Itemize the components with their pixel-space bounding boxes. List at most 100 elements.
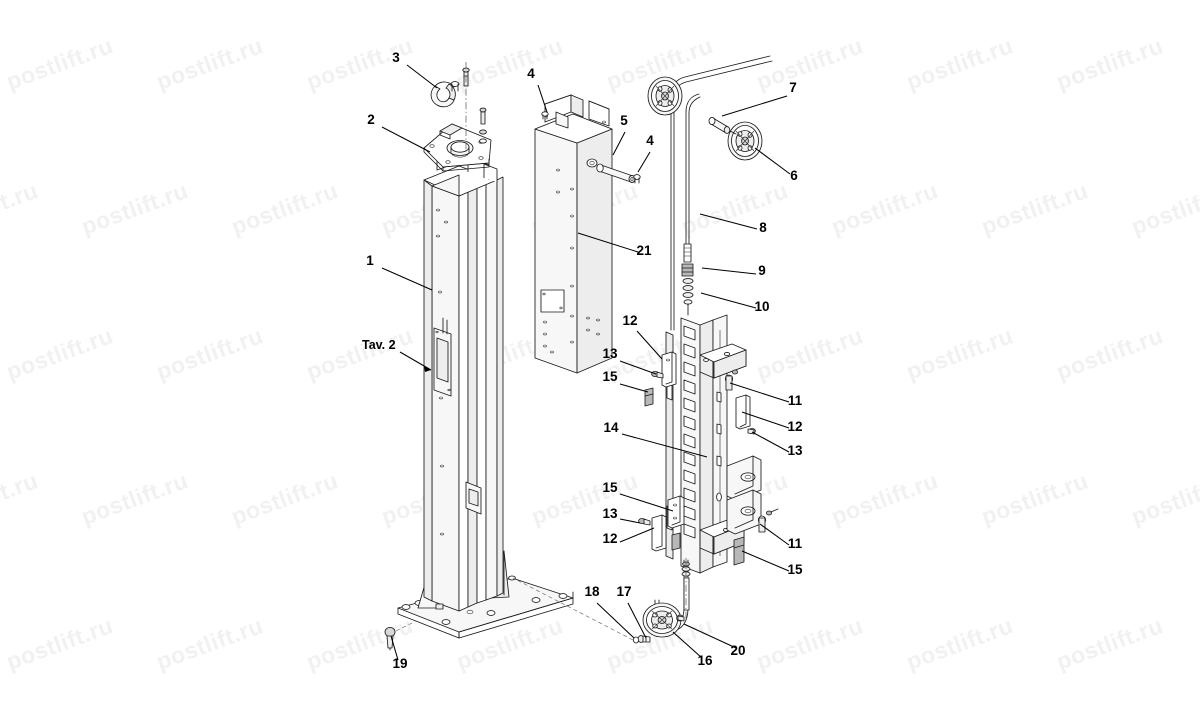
callout-number: 6	[790, 168, 798, 183]
column-lower-bracket	[465, 481, 482, 515]
part-carriage-bolt-ur	[724, 369, 739, 391]
callout-number: 1	[366, 253, 374, 268]
callout-number: 2	[367, 112, 375, 127]
callout-leader-line	[537, 84, 548, 113]
callout-number: 15	[787, 562, 803, 577]
callout-leader-line	[596, 602, 635, 639]
callout-number: 13	[602, 506, 618, 521]
part-top-mounting-plate	[423, 123, 492, 172]
callout-leader-line	[390, 635, 399, 661]
callout-leader-line	[683, 623, 737, 649]
callout-number: 3	[392, 50, 400, 65]
callout-leader-line	[619, 360, 657, 375]
callout-21: 21	[577, 232, 652, 258]
carriage-upper-bracket	[699, 343, 747, 379]
callout-leader-line	[637, 151, 651, 173]
callout-3: 3	[392, 50, 438, 89]
base-tag	[435, 603, 444, 610]
washer-1	[682, 278, 694, 284]
callout-leader-line	[700, 292, 757, 309]
callout-leader-line	[619, 527, 655, 543]
callout-number: 20	[730, 643, 745, 658]
washer-3	[682, 292, 694, 298]
inner-column-front	[534, 128, 578, 374]
callout-number: 10	[754, 299, 769, 314]
callout-number: 8	[759, 220, 767, 235]
callout-leader-line	[621, 433, 708, 458]
callout-number: 21	[636, 243, 652, 258]
callout-leader-line	[741, 550, 790, 572]
callout-leader-line	[381, 126, 431, 153]
tension-nut	[681, 263, 694, 277]
callout-13: 13	[602, 346, 657, 375]
callout-15: 15	[741, 550, 803, 577]
callout-leader-line	[672, 631, 703, 659]
callout-leader-line	[612, 131, 626, 156]
part-slide-pad-screw-ul	[651, 370, 664, 379]
callout-6: 6	[754, 147, 798, 183]
callout-20: 20	[683, 623, 746, 658]
callout-leader-line	[627, 602, 647, 639]
callout-number: 9	[758, 263, 766, 278]
callout-number: 13	[602, 346, 618, 361]
callout-8: 8	[699, 213, 767, 235]
part-main-outer-column	[397, 142, 574, 639]
callout-1: 1	[366, 253, 433, 291]
part-slide-pad-screw-ur	[747, 427, 756, 435]
callout-leader-line	[759, 523, 790, 546]
part-pulley-sheave-lower	[642, 602, 682, 638]
part-slide-pad-bracket-ul	[661, 351, 677, 388]
callout-19: 19	[390, 635, 408, 671]
callout-12: 12	[741, 411, 803, 434]
callout-4: 4	[637, 133, 654, 173]
clamp-bolt-right	[479, 107, 487, 144]
callout-leader-line	[754, 147, 791, 175]
callout-leader-line	[741, 411, 790, 429]
carriage-arm-flange-lower	[726, 489, 762, 535]
callout-15: 15	[602, 480, 674, 512]
part-inner-slide-column	[534, 94, 613, 374]
part-slide-pad-bracket-ll	[651, 514, 667, 552]
part-pulley-sheave-upper-left	[647, 76, 683, 116]
washer-2	[682, 285, 694, 291]
callout-12: 12	[602, 527, 655, 546]
callout-5: 5	[612, 113, 628, 156]
callout-16: 16	[672, 631, 713, 668]
callout-leader-line	[381, 267, 433, 291]
callout-9: 9	[701, 263, 766, 278]
part-cotter-pin-lower	[633, 174, 641, 184]
callout-number: 12	[622, 313, 637, 328]
part-base-anchor-bolt	[384, 620, 417, 651]
callout-10: 10	[700, 292, 770, 314]
part-wear-slide-pad-ul	[644, 387, 654, 407]
callout-number: 13	[787, 443, 803, 458]
callout-number: 17	[616, 584, 631, 599]
callout-17: 17	[616, 584, 647, 639]
callout-leader-line	[406, 64, 438, 89]
part-lift-carriage	[665, 314, 762, 574]
table-reference-tav2: Tav. 2	[362, 338, 432, 372]
column-front-face	[431, 185, 460, 612]
callout-number: 15	[602, 480, 618, 495]
callout-11: 11	[729, 382, 803, 408]
part-lower-pulley-pin	[512, 577, 651, 644]
callout-number: 16	[697, 653, 713, 668]
callout-15: 15	[602, 369, 649, 393]
callout-leader-line	[619, 383, 649, 393]
callout-13: 13	[602, 506, 641, 524]
callout-leader-line	[699, 213, 758, 230]
carriage-arm-flange-upper	[726, 455, 762, 501]
callout-leader-line	[751, 431, 790, 453]
tav2-label: Tav. 2	[362, 338, 396, 352]
callout-13: 13	[751, 431, 803, 458]
callout-12: 12	[622, 313, 663, 360]
part-cotter-pin-upper	[541, 111, 549, 120]
callout-11: 11	[759, 523, 803, 551]
part-cable-guide-clamp	[430, 81, 460, 108]
callout-18: 18	[584, 584, 635, 639]
part-wear-slide-pad-mid	[671, 532, 681, 551]
column-mid-bracket	[433, 317, 452, 397]
part-wear-slide-pad-lr	[733, 536, 745, 566]
